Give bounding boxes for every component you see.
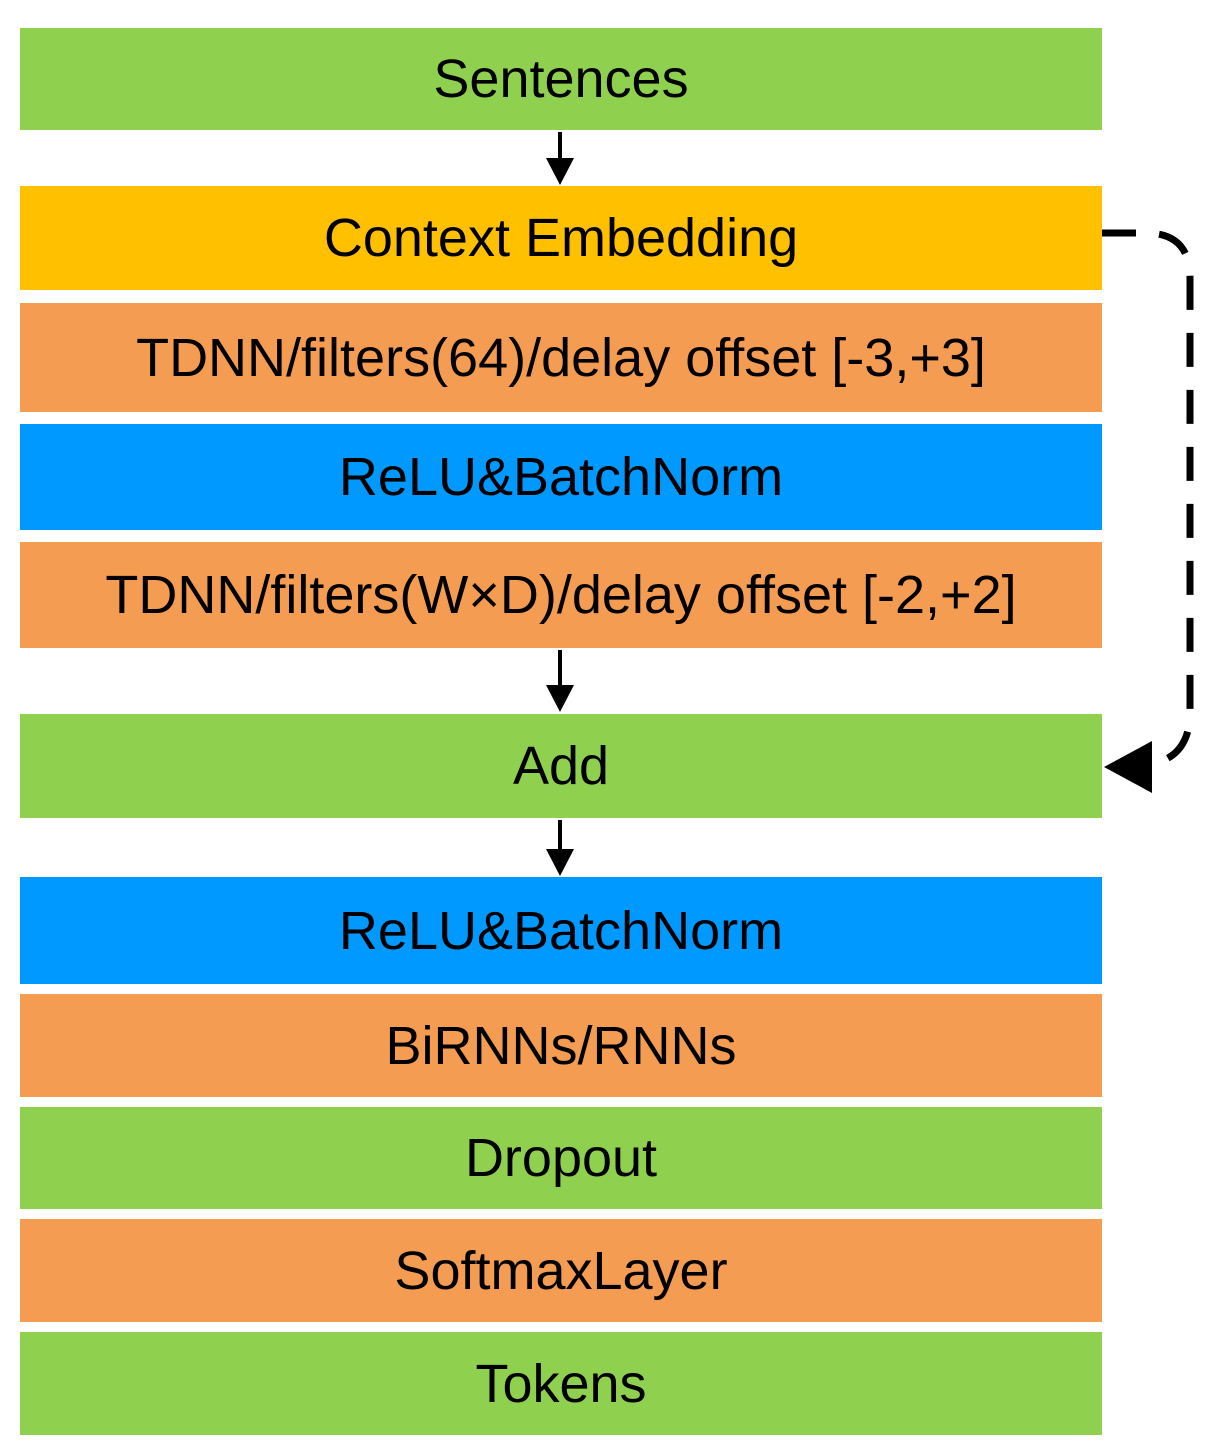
node-context-embedding: Context Embedding [20,186,1102,290]
node-label: Sentences [433,49,689,109]
node-label: TDNN/filters(64)/delay offset [-3,+3] [136,327,986,388]
node-label: SoftmaxLayer [394,1240,728,1301]
node-label: Tokens [475,1353,647,1414]
node-tdnn-wxd: TDNN/filters(W×D)/delay offset [-2,+2] [20,542,1102,648]
node-label: Dropout [464,1128,658,1188]
node-add: Add [20,714,1102,818]
node-sentences: Sentences [20,28,1102,130]
edge-add-to-relu-batchnorm [546,820,574,876]
node-label: TDNN/filters(W×D)/delay offset [-2,+2] [105,565,1017,625]
edge-tdnn-wxd-to-add [546,650,574,712]
node-tokens: Tokens [20,1332,1102,1435]
node-birnns-rnns: BiRNNs/RNNs [20,994,1102,1097]
node-label: Add [512,736,610,796]
node-label: ReLU&BatchNorm [338,447,784,507]
node-relu-batchnorm-2: ReLU&BatchNorm [20,877,1102,984]
edge-sentences-to-context-embedding [546,132,574,185]
node-softmax-layer: SoftmaxLayer [20,1219,1102,1322]
node-dropout: Dropout [20,1107,1102,1209]
node-relu-batchnorm-1: ReLU&BatchNorm [20,424,1102,530]
node-label: ReLU&BatchNorm [338,900,784,961]
skip-connection-dashed-arrow [1102,229,1194,793]
node-tdnn-64: TDNN/filters(64)/delay offset [-3,+3] [20,303,1102,412]
node-label: BiRNNs/RNNs [385,1015,737,1076]
node-label: Context Embedding [323,208,799,268]
